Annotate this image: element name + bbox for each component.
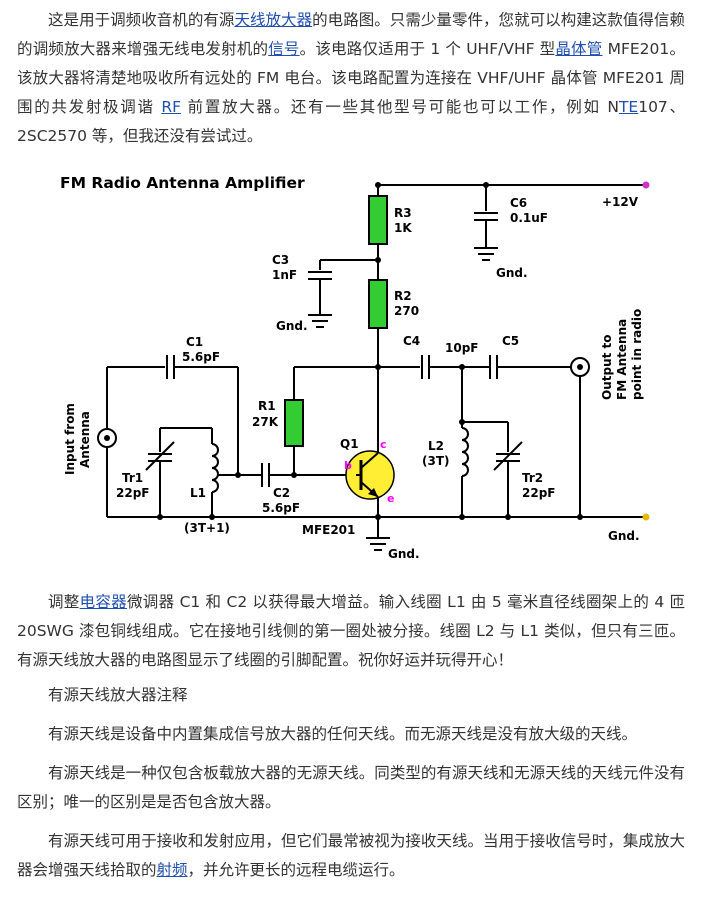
l2-label: L2 [428, 439, 444, 453]
output-label-2: FM Antenna [615, 319, 629, 400]
ground-rail-label: Gnd. [608, 529, 640, 543]
intro-paragraph: 这是用于调频收音机的有源天线放大器的电路图。只需少量零件，您就可以构建这款值得信… [17, 6, 685, 151]
tr1-trim-arrow [145, 441, 175, 471]
tr2-label: Tr2 [522, 471, 543, 485]
link-rf[interactable]: RF [161, 98, 182, 116]
tr1-value: 22pF [116, 486, 150, 500]
q1-label: Q1 [340, 437, 359, 451]
c3-label: C3 [272, 253, 289, 267]
ground-label: Gnd. [276, 319, 308, 333]
c2-label: C2 [273, 486, 290, 500]
r1-label: R1 [258, 399, 276, 413]
text-run: 。该电路仅适用于 1 个 UHF/VHF 型 [299, 40, 556, 58]
c6-label: C6 [510, 196, 527, 210]
link-transistor[interactable]: 晶体管 [555, 40, 603, 58]
input-label-1: Input from [63, 403, 77, 475]
notes-heading: 有源天线放大器注释 [48, 686, 188, 704]
text-run: MFE201。该放大器将清楚地吸收所有远处的 FM 电台。该电路配置为连接在 V… [17, 40, 685, 116]
link-capacitor[interactable]: 电容器 [79, 593, 127, 611]
ground-symbol [366, 537, 390, 551]
input-label-2: Antenna [78, 411, 92, 468]
text-run: ，并允许更长的远程电缆运行。 [187, 861, 405, 879]
tr2-trim-arrow [493, 441, 523, 471]
notes-paragraph-3: 有源天线可用于接收和发射应用，但它们最常被视为接收天线。当用于接收信号时，集成放… [17, 827, 685, 885]
text-run: 微调器 C1 和 C2 以获得最大增益。输入线圈 L1 由 5 毫米直径线圈架上… [17, 593, 685, 669]
ground-terminal [642, 513, 650, 521]
ground-symbol [308, 314, 332, 328]
c2-value: 5.6pF [262, 501, 300, 515]
circuit-schematic: FM Radio Antenna Amplifier +12V C6 0.1uF… [60, 174, 650, 561]
c1-value: 5.6pF [182, 350, 220, 364]
r2-resistor [368, 279, 388, 329]
text-run: 调整 [48, 593, 80, 611]
adjustment-paragraph: 调整电容器微调器 C1 和 C2 以获得最大增益。输入线圈 L1 由 5 毫米直… [17, 588, 685, 675]
tr1-label: Tr1 [122, 471, 143, 485]
l2-coil [461, 427, 469, 477]
output-connector [570, 357, 590, 377]
r2-value: 270 [394, 304, 419, 318]
c1-label: C1 [186, 335, 203, 349]
junction-dot [459, 514, 465, 520]
r3-resistor [368, 195, 388, 245]
link-antenna-amplifier[interactable]: 天线放大器 [234, 11, 313, 29]
link-te[interactable]: TE [618, 98, 639, 116]
notes-paragraph-1: 有源天线是设备中内置集成信号放大器的任何天线。而无源天线是没有放大级的天线。 [48, 725, 638, 743]
link-rf-frequency[interactable]: 射频 [156, 861, 188, 879]
r1-resistor [284, 399, 304, 447]
c6-value: 0.1uF [510, 211, 548, 225]
l1-label: L1 [190, 486, 206, 500]
r3-value: 1K [394, 221, 412, 235]
ground-label: Gnd. [388, 547, 420, 561]
junction-dot [577, 514, 583, 520]
c5-label: C5 [502, 334, 519, 348]
l2-value: (3T) [422, 454, 450, 468]
q1-part: MFE201 [302, 523, 355, 537]
r2-label: R2 [394, 289, 412, 303]
supply-label: +12V [602, 195, 639, 209]
c3-value: 1nF [272, 268, 297, 282]
r3-label: R3 [394, 206, 412, 220]
junction-dot [375, 514, 381, 520]
output-label-1: Output to [600, 334, 614, 400]
q1-collector-pin: c [380, 438, 387, 451]
text-run: 这是用于调频收音机的有源 [48, 11, 235, 29]
input-connector [97, 428, 117, 448]
text-run: 107、2SC2570 等，但我还没有尝试过。 [17, 98, 685, 145]
text-run: 有源天线可用于接收和发射应用，但它们最常被视为接收天线。当用于接收信号时，集成放… [17, 832, 685, 879]
output-label-3: point in radio [630, 309, 644, 400]
tr2-value: 22pF [522, 486, 556, 500]
r1-value: 27K [252, 415, 279, 429]
l1-coil [211, 443, 219, 493]
l1-value: (3T+1) [184, 521, 230, 535]
link-signal[interactable]: 信号 [268, 40, 300, 58]
text-run: 的电路图。只需少量零件，您就可以构建这款值得信赖的调频放大器来增强无线电发射机的 [17, 11, 685, 58]
c4-label: C4 [403, 334, 420, 348]
ground-label: Gnd. [496, 266, 528, 280]
text-run: 前置放大器。还有一些其他型号可能也可以工作，例如 N [181, 98, 619, 116]
c4-c5-value: 10pF [445, 341, 479, 355]
ground-symbol [474, 247, 498, 261]
junction-dot [505, 514, 511, 520]
q1-transistor [345, 449, 395, 500]
notes-paragraph-2: 有源天线是一种仅包含板载放大器的无源天线。同类型的有源天线和无源天线的天线元件没… [17, 764, 685, 811]
supply-terminal [642, 181, 650, 189]
schematic-title: FM Radio Antenna Amplifier [60, 174, 305, 192]
q1-base-pin: b [344, 459, 352, 472]
q1-emitter-pin: e [387, 492, 394, 505]
